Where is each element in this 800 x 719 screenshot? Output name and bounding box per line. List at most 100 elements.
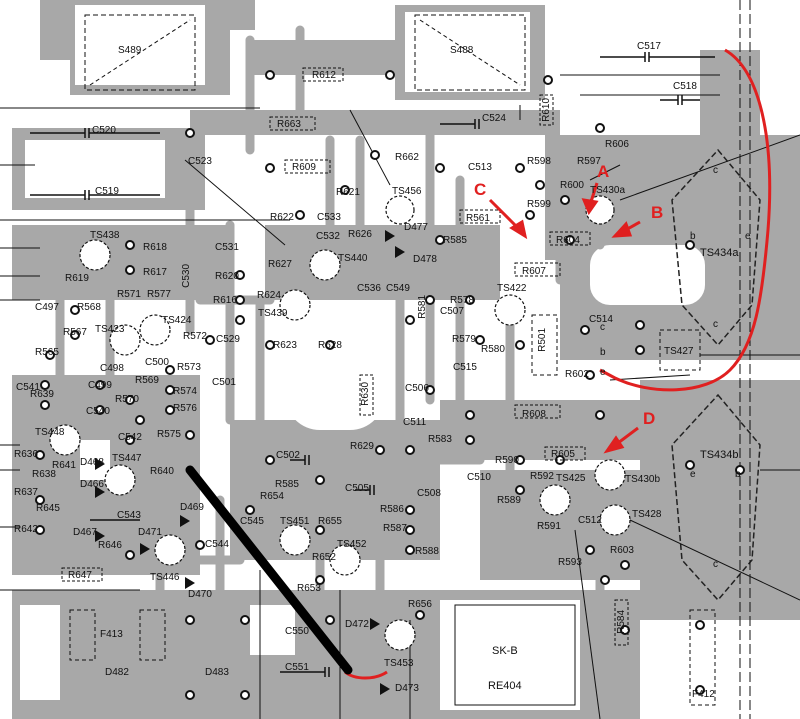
transistor-label: TS434b — [700, 449, 739, 461]
pin-label: c — [600, 322, 605, 333]
resistor-label: R585 — [443, 235, 467, 246]
capacitor-label: C529 — [216, 334, 240, 345]
transistor-label: TS453 — [384, 658, 414, 669]
copper-center-low — [230, 420, 440, 560]
copper-right-lower — [640, 380, 800, 620]
capacitor-label: C542 — [118, 432, 142, 443]
transistor-label: TS423 — [95, 324, 125, 335]
capacitor-label: C544 — [205, 539, 229, 550]
resistor-label: R654 — [260, 491, 284, 502]
resistor-label: R642 — [14, 524, 38, 535]
transistor-label: TS439 — [258, 308, 288, 319]
pin-label: b — [600, 347, 606, 358]
pin-label: e — [600, 367, 606, 378]
capacitor-label: C506 — [405, 383, 429, 394]
resistor-label: R590 — [495, 455, 519, 466]
resistor-label: R579 — [452, 334, 476, 345]
resistor-label: R655 — [318, 516, 342, 527]
capacitor-label: C531 — [215, 242, 239, 253]
resistor-label: R586 — [380, 504, 404, 515]
resistor-label: R653 — [297, 583, 321, 594]
resistor-label: R637 — [14, 487, 38, 498]
capacitor-label: C513 — [468, 162, 492, 173]
resistor-label: R580 — [481, 344, 505, 355]
transistor-label: TS452 — [337, 539, 367, 550]
resistor-label: R567 — [63, 327, 87, 338]
resistor-label: R568 — [77, 302, 101, 313]
resistor-label: R604 — [556, 235, 580, 246]
pin-label: c — [713, 165, 718, 176]
resistor-label: R629 — [350, 441, 374, 452]
resistor-label: R639 — [30, 389, 54, 400]
resistor-label: R618 — [143, 242, 167, 253]
marker-d: D — [643, 409, 656, 428]
transistor-label: TS448 — [35, 427, 65, 438]
resistor-label: R609 — [292, 162, 316, 173]
diode-label: D483 — [205, 667, 229, 678]
resistor-label: R570 — [115, 394, 139, 405]
socket-label: SK-B — [492, 645, 518, 657]
resistor-label: R583 — [428, 434, 452, 445]
probe-shaft — [185, 465, 353, 675]
resistor-label: R617 — [143, 267, 167, 278]
marker-b: B — [651, 203, 664, 222]
diode-label: D472 — [345, 619, 369, 630]
resistor-label: R602 — [565, 369, 589, 380]
resistor-label: R636 — [14, 449, 38, 460]
resistor-label: R608 — [522, 409, 546, 420]
resistor-label: R593 — [558, 557, 582, 568]
resistor-label: R588 — [415, 546, 439, 557]
capacitor-label: C540 — [86, 406, 110, 417]
resistor-label: R573 — [177, 362, 201, 373]
pin-label: b — [735, 469, 741, 480]
capacitor-label: C515 — [453, 362, 477, 373]
capacitor-label: C501 — [212, 377, 236, 388]
red-arrows — [488, 182, 641, 454]
diode-label: D477 — [404, 222, 428, 233]
resistor-label: R656 — [408, 599, 432, 610]
transistor-label: TS451 — [280, 516, 310, 527]
copper-mid-right — [440, 400, 640, 460]
capacitor-label: C505 — [345, 483, 369, 494]
resistor-label: R641 — [52, 460, 76, 471]
capacitor-label: C507 — [440, 306, 464, 317]
resistor-label: R561 — [466, 213, 490, 224]
capacitor-label: C511 — [403, 417, 427, 428]
capacitor-label: C502 — [276, 450, 300, 461]
resistor-label: R576 — [173, 403, 197, 414]
capacitor-label: C533 — [317, 212, 341, 223]
pin-label: c — [713, 319, 718, 330]
resistor-label: R646 — [98, 540, 122, 551]
switch-s489-label: S489 — [118, 45, 142, 56]
solder-pads — [35, 70, 745, 700]
fuse-f413-label: F413 — [100, 629, 123, 640]
capacitor-label: C518 — [673, 81, 697, 92]
capacitor-label: C517 — [637, 41, 661, 52]
resistor-label: R587 — [383, 523, 407, 534]
resistor-label: R572 — [183, 331, 207, 342]
resistor-label: R621 — [336, 187, 360, 198]
capacitor-label: C514 — [589, 314, 613, 325]
pin-label: e — [745, 231, 751, 242]
resistor-label: R662 — [395, 152, 419, 163]
capacitor-label: C510 — [467, 472, 491, 483]
resistor-label: R606 — [605, 139, 629, 150]
resistor-label: R663 — [277, 119, 301, 130]
pin-label: c — [713, 559, 718, 570]
resistor-label: R645 — [36, 503, 60, 514]
resistor-label: R600 — [560, 180, 584, 191]
diode-label: D467 — [73, 527, 97, 538]
capacitor-label: C545 — [240, 516, 264, 527]
transistor-outlines — [49, 195, 631, 651]
capacitor-symbols — [30, 52, 715, 677]
resistor-label: R585 — [275, 479, 299, 490]
capacitor-label: C551 — [285, 662, 309, 673]
resistor-label: R647 — [68, 570, 92, 581]
resistor-label: R569 — [135, 375, 159, 386]
ts434a-outline — [671, 148, 761, 347]
resistor-network-label: R501 — [537, 328, 548, 352]
resistor-label: R584 — [616, 610, 627, 634]
resistor-label: R623 — [273, 340, 297, 351]
diode-label: D469 — [180, 502, 204, 513]
